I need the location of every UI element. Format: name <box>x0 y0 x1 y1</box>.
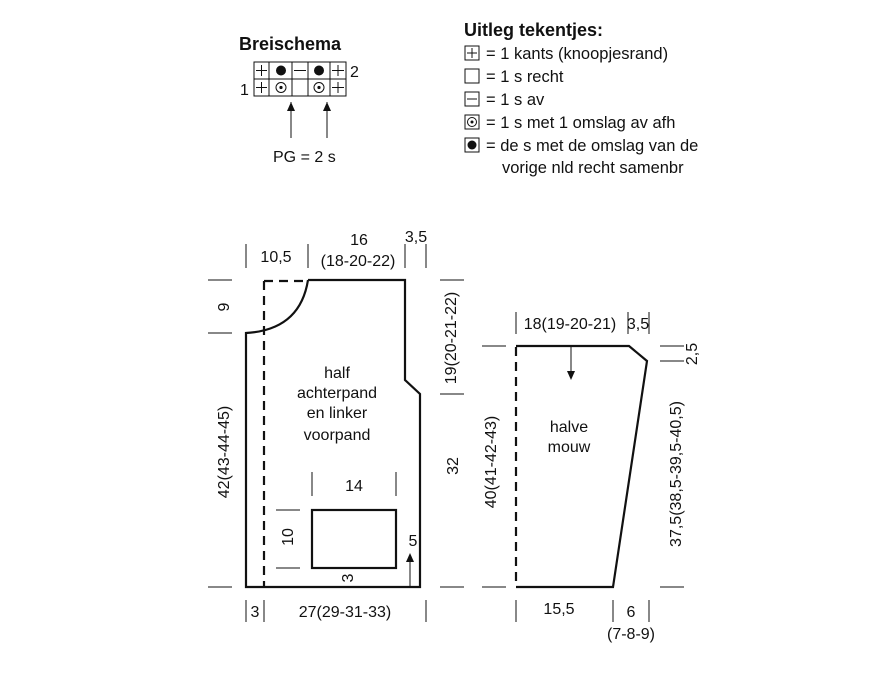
chart-row-label-2: 2 <box>350 64 359 81</box>
pattern-repeat-label: PG = 2 s <box>273 149 336 166</box>
body-dim-bottom-left: 3 <box>251 604 260 621</box>
legend-item-3: = 1 s av <box>486 91 545 109</box>
body-dim-bottom-main: 27(29-31-33) <box>299 604 392 621</box>
sleeve-dim-top-main: 18(19-20-21) <box>524 316 617 333</box>
svg-text:en linker: en linker <box>307 405 368 422</box>
legend-item-2: = 1 s recht <box>486 68 564 86</box>
body-dim-left-upper: 9 <box>216 302 233 311</box>
sleeve-dimension-ticks <box>482 312 684 622</box>
sleeve-down-arrow <box>567 347 575 380</box>
svg-text:achterpand: achterpand <box>297 385 377 402</box>
sleeve-dim-left-main: 40(41-42-43) <box>483 416 500 509</box>
sleeve-dim-right-main: 37,5(38,5-39,5-40,5) <box>668 401 685 547</box>
pocket-position-arrow <box>406 553 414 586</box>
legend-empty-box-icon <box>464 68 480 84</box>
legend-item-5: = de s met de omslag van de <box>486 137 698 155</box>
sleeve-dim-top-right: 3,5 <box>627 316 649 333</box>
svg-text:voorpand: voorpand <box>304 427 371 444</box>
pocket-dim-offset: 3 <box>340 573 357 582</box>
body-dim-top-left: 10,5 <box>260 249 291 266</box>
legend-item-1: = 1 kants (knoopjesrand) <box>486 45 668 63</box>
pocket-rect <box>310 508 398 570</box>
stitch-chart-grid <box>253 61 347 97</box>
body-dim-left-main: 42(43-44-45) <box>216 406 233 499</box>
body-dim-right-lower: 32 <box>445 457 462 475</box>
sleeve-outline <box>516 344 649 589</box>
svg-text:halve: halve <box>550 419 588 436</box>
legend-filled-dot-box-icon <box>464 137 480 153</box>
sleeve-dim-bottom-right: 6 <box>627 604 636 621</box>
pocket-dim-width: 14 <box>345 478 363 495</box>
body-piece-outline <box>244 278 422 589</box>
chart-plus-symbol <box>256 65 267 76</box>
pocket-dim-height: 10 <box>280 528 297 546</box>
legend-ring-dot-box-icon <box>464 114 480 130</box>
chart-filled-dot-symbol <box>276 65 286 76</box>
body-label: half achterpand en linker voorpand <box>297 365 377 444</box>
svg-text:mouw: mouw <box>548 439 591 456</box>
body-dim-top-mid: 16 <box>350 232 368 249</box>
pattern-repeat-arrows <box>287 102 331 138</box>
chart-ring-dot-symbol <box>275 82 287 93</box>
chart-ring-dot-symbol <box>313 82 325 93</box>
chart-plus-symbol <box>332 82 344 93</box>
body-dimension-ticks <box>208 244 464 622</box>
body-dim-right-upper: 19(20-21-22) <box>443 292 460 385</box>
chart-plus-symbol <box>256 82 267 93</box>
legend-title: Uitleg tekentjes: <box>464 20 603 40</box>
legend-minus-box-icon <box>464 91 480 107</box>
sleeve-label: halve mouw <box>548 419 591 456</box>
legend-item-5-continued: vorige nld recht samenbr <box>502 159 684 177</box>
sleeve-dim-bottom-left: 15,5 <box>543 601 574 618</box>
pocket-dim-arrow: 5 <box>409 533 418 550</box>
body-dim-top-mid-sizes: (18-20-22) <box>321 253 396 270</box>
body-dim-top-right: 3,5 <box>405 229 427 246</box>
chart-plus-symbol <box>332 65 344 76</box>
chart-row-label-1: 1 <box>240 82 249 99</box>
legend-plus-box-icon <box>464 45 480 61</box>
svg-text:half: half <box>324 365 350 382</box>
chart-title: Breischema <box>239 34 342 54</box>
chart-filled-dot-symbol <box>314 65 324 76</box>
legend-item-4: = 1 s met 1 omslag av afh <box>486 114 675 132</box>
sleeve-dim-right-top: 2,5 <box>684 343 701 365</box>
sleeve-dim-bottom-right-sizes: (7-8-9) <box>607 626 655 643</box>
